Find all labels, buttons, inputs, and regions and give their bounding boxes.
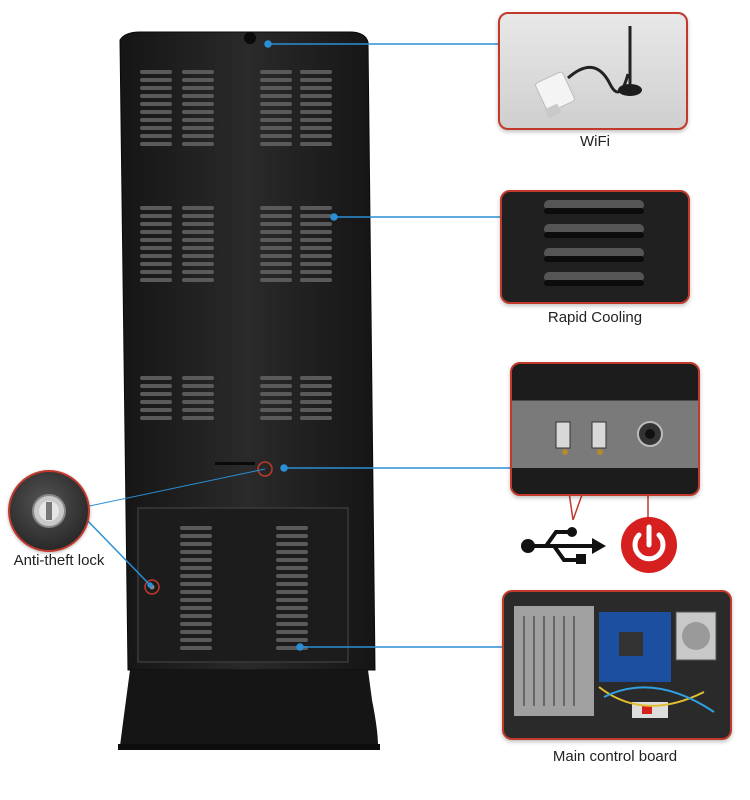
- circuit-board-icon: [514, 606, 717, 718]
- kiosk-back-panel: [118, 31, 380, 750]
- lock-icon: [32, 494, 66, 528]
- vent-icon: [544, 200, 644, 286]
- wifi-photo: [498, 12, 688, 130]
- lock-zoom: [8, 470, 90, 552]
- board-label: Main control board: [552, 748, 678, 765]
- ports-photo: [510, 362, 700, 496]
- board-photo: [502, 590, 732, 740]
- cooling-photo: [500, 190, 690, 304]
- wifi-dongle-icon: [535, 26, 642, 119]
- vent-grilles: [140, 70, 332, 650]
- usb-power-ports-icon: [555, 421, 663, 455]
- usb-icon: [521, 527, 606, 564]
- wifi-label: WiFi: [580, 133, 610, 150]
- power-icon: [621, 517, 677, 573]
- cooling-label: Rapid Cooling: [547, 309, 643, 326]
- lock-label: Anti-theft lock: [13, 552, 105, 569]
